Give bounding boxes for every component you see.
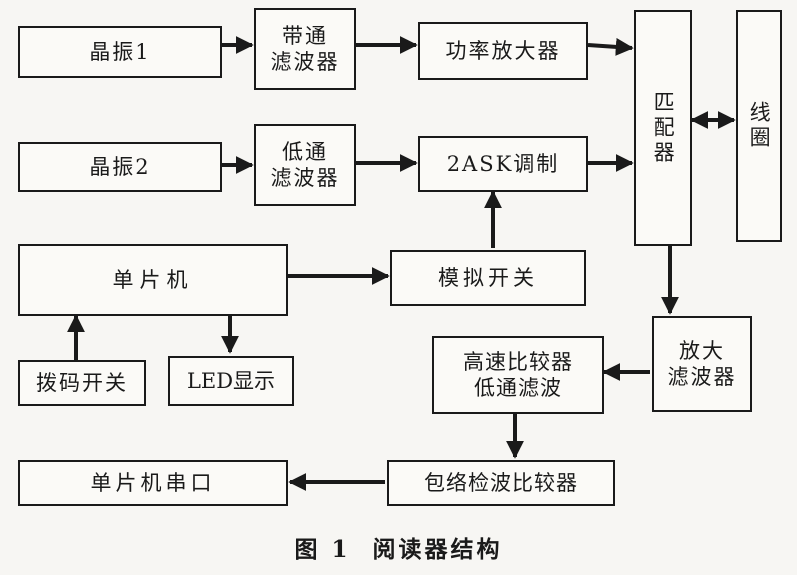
block-mcu: 单片机 — [18, 244, 288, 316]
figure-caption: 图 1 阅读器结构 — [294, 536, 503, 563]
arrow-pa-to-matcher — [587, 37, 634, 56]
block-comparator-lowpass: 高速比较器 低通滤波 — [432, 336, 604, 414]
block-analog-switch: 模拟开关 — [390, 250, 586, 306]
block-led-display: LED显示 — [168, 356, 294, 406]
block-lowpass-filter: 低通 滤波器 — [254, 124, 356, 206]
block-coil: 线圈 — [736, 10, 782, 242]
block-osc2: 晶振2 — [18, 142, 222, 192]
block-matcher: 匹配器 — [634, 10, 692, 246]
block-power-amplifier: 功率放大器 — [418, 22, 588, 80]
block-envelope-detector: 包络检波比较器 — [387, 460, 615, 506]
block-dip-switch: 拨码开关 — [18, 360, 146, 406]
block-osc1: 晶振1 — [18, 26, 222, 78]
block-bandpass-filter: 带通 滤波器 — [254, 8, 356, 90]
block-ask-modulator: 2ASK调制 — [418, 136, 588, 192]
block-amplifier-filter: 放大 滤波器 — [652, 316, 752, 412]
block-mcu-serial: 单片机串口 — [18, 460, 288, 506]
